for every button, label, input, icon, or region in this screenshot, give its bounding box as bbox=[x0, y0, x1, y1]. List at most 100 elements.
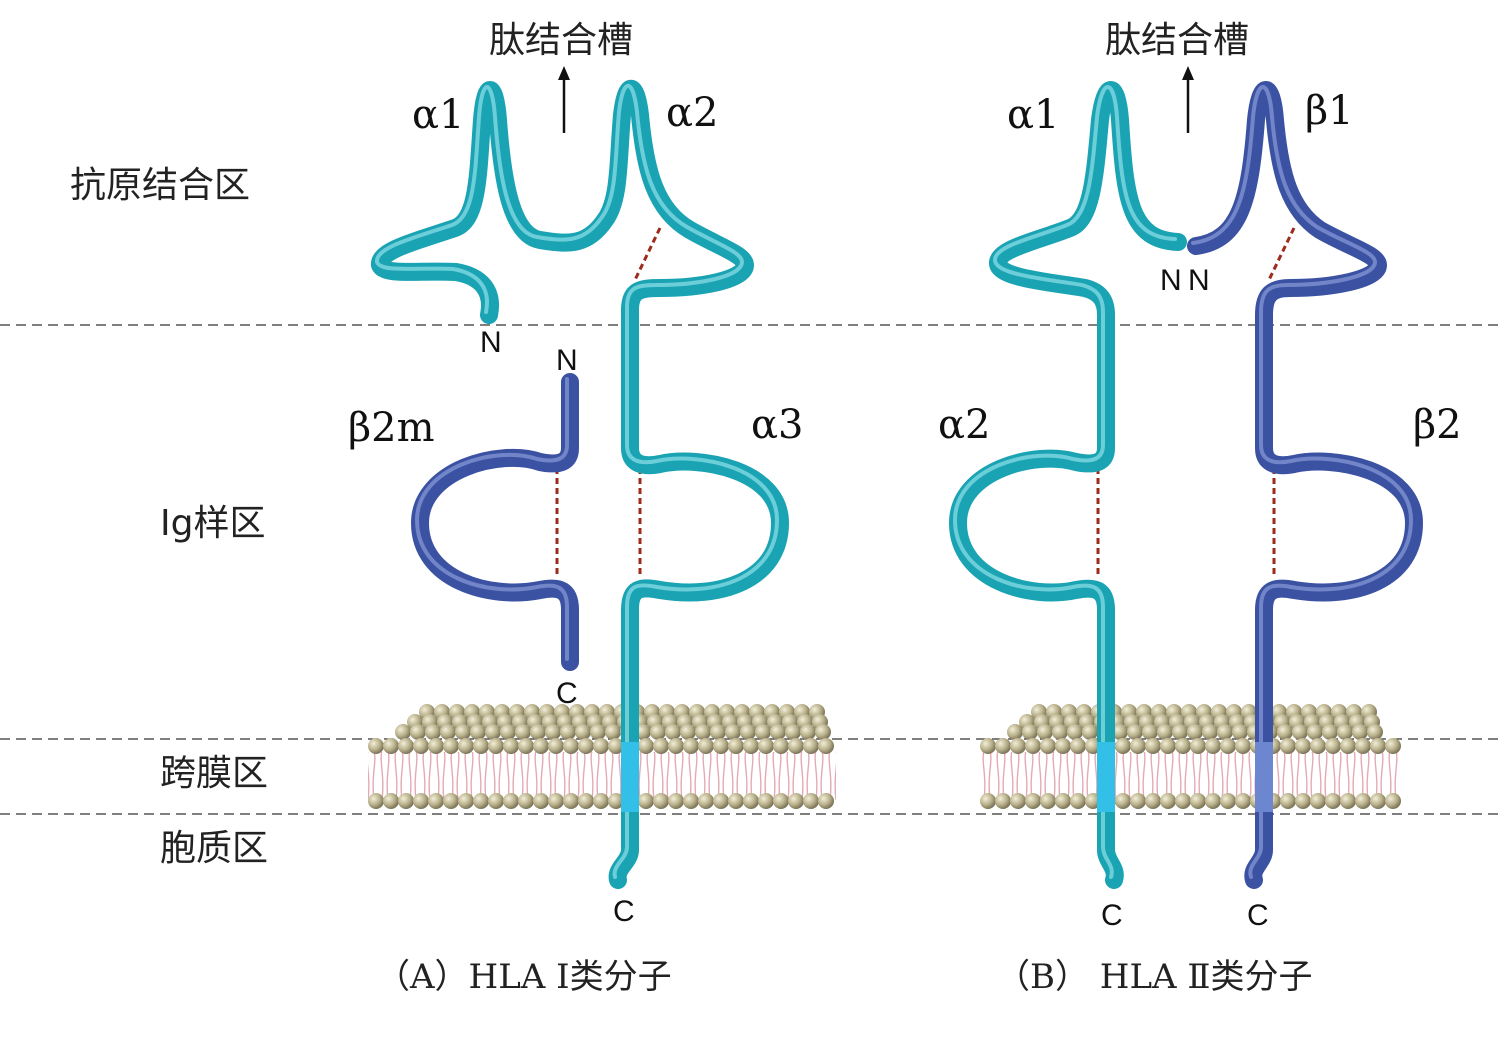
lipid-head-bead bbox=[1172, 724, 1188, 740]
transmembrane-segment-a bbox=[621, 742, 639, 812]
lipid-head-bead bbox=[1142, 724, 1158, 740]
lipid-head-bead bbox=[428, 793, 444, 809]
lipid-head-bead bbox=[398, 793, 414, 809]
lipid-head-bead bbox=[485, 724, 501, 740]
alpha2-label-a: α2 bbox=[666, 90, 718, 136]
lipid-head-bead bbox=[758, 738, 774, 754]
heavy-chain-a bbox=[371, 80, 789, 889]
lipid-head-bead bbox=[518, 738, 534, 754]
lipid-head-bead bbox=[443, 793, 459, 809]
lipid-head-bead bbox=[1325, 793, 1341, 809]
lipid-tails-a bbox=[368, 752, 836, 800]
lipid-head-bead bbox=[815, 724, 831, 740]
lipid-head-bead bbox=[1070, 738, 1086, 754]
lipid-head-bead bbox=[488, 793, 504, 809]
lipid-head-bead bbox=[1310, 738, 1326, 754]
lipid-head-bead bbox=[1157, 724, 1173, 740]
lipid-head-bead bbox=[1292, 724, 1308, 740]
transmembrane-segment-b-beta bbox=[1255, 742, 1273, 812]
groove-arrow-a bbox=[558, 66, 570, 133]
lipid-head-bead bbox=[518, 793, 534, 809]
lipid-head-bead bbox=[1235, 738, 1251, 754]
lipid-head-bead bbox=[800, 724, 816, 740]
lipid-head-bead bbox=[398, 738, 414, 754]
lipid-head-bead bbox=[533, 793, 549, 809]
lipid-head-bead bbox=[1067, 724, 1083, 740]
lipid-head-bead bbox=[1145, 738, 1161, 754]
lipid-head-bead bbox=[1220, 793, 1236, 809]
alpha3-label-a: α3 bbox=[751, 402, 803, 448]
lipid-head-bead bbox=[608, 738, 624, 754]
lipid-head-bead bbox=[1175, 738, 1191, 754]
lipid-head-bead bbox=[1385, 793, 1401, 809]
lipid-head-bead bbox=[683, 738, 699, 754]
lipid-head-bead bbox=[773, 738, 789, 754]
lipid-head-bead bbox=[1082, 724, 1098, 740]
lipid-head-bead bbox=[503, 738, 519, 754]
lipid-head-bead bbox=[1025, 793, 1041, 809]
peptide-groove-label-a: 肽结合槽 bbox=[489, 20, 633, 61]
lipid-head-bead bbox=[638, 738, 654, 754]
lipid-head-bead bbox=[1160, 793, 1176, 809]
lipid-head-bead bbox=[410, 724, 426, 740]
n-terminus-b2m: N bbox=[556, 344, 578, 377]
c-terminus-heavy-a: C bbox=[613, 895, 635, 928]
lipid-head-bead bbox=[1055, 738, 1071, 754]
lipid-head-bead bbox=[725, 724, 741, 740]
lipid-head-bead bbox=[728, 793, 744, 809]
beta2-label-b: β2 bbox=[1413, 402, 1462, 448]
lipid-head-bead bbox=[1127, 724, 1143, 740]
lipid-head-bead bbox=[1010, 793, 1026, 809]
lipid-head-bead bbox=[563, 793, 579, 809]
lipid-head-bead bbox=[1175, 793, 1191, 809]
lipid-head-bead bbox=[440, 724, 456, 740]
region-label-ig-like: Ig样区 bbox=[160, 503, 265, 544]
lipid-head-bead bbox=[458, 793, 474, 809]
lipid-head-bead bbox=[638, 793, 654, 809]
lipid-head-bead bbox=[470, 724, 486, 740]
lipid-head-bead bbox=[995, 793, 1011, 809]
lipid-head-bead bbox=[1022, 724, 1038, 740]
lipid-head-bead bbox=[1370, 738, 1386, 754]
lipid-head-bead bbox=[383, 738, 399, 754]
lipid-head-bead bbox=[713, 793, 729, 809]
lipid-head-bead bbox=[1322, 724, 1338, 740]
lipid-head-bead bbox=[1295, 793, 1311, 809]
lipid-head-bead bbox=[1007, 724, 1023, 740]
lipid-head-bead bbox=[728, 738, 744, 754]
alpha1-label-a: α1 bbox=[412, 92, 464, 138]
n-terminus-alpha-b: N bbox=[1160, 264, 1182, 297]
lipid-head-bead bbox=[1205, 738, 1221, 754]
lipid-head-bead bbox=[1190, 793, 1206, 809]
lipid-head-bead bbox=[1232, 724, 1248, 740]
beta-chain-b bbox=[1187, 81, 1423, 889]
region-label-cytoplasmic: 胞质区 bbox=[160, 828, 268, 869]
lipid-head-bead bbox=[1220, 738, 1236, 754]
alpha2-label-b: α2 bbox=[938, 402, 990, 448]
lipid-head-bead bbox=[773, 793, 789, 809]
lipid-head-bead bbox=[1160, 738, 1176, 754]
lipid-head-bead bbox=[1145, 793, 1161, 809]
lipid-head-bead bbox=[803, 738, 819, 754]
groove-arrow-b bbox=[1182, 66, 1194, 133]
transmembrane-segment-b-alpha bbox=[1097, 742, 1115, 812]
lipid-head-bead bbox=[1235, 793, 1251, 809]
lipid-head-bead bbox=[818, 738, 834, 754]
lipid-head-bead bbox=[368, 738, 384, 754]
disulfide-a-alpha2 bbox=[632, 227, 662, 283]
lipid-head-bead bbox=[425, 724, 441, 740]
lipid-head-bead bbox=[1337, 724, 1353, 740]
lipid-head-bead bbox=[650, 724, 666, 740]
lipid-head-bead bbox=[1280, 738, 1296, 754]
lipid-head-bead bbox=[788, 793, 804, 809]
lipid-head-bead bbox=[1385, 738, 1401, 754]
lipid-head-bead bbox=[1340, 738, 1356, 754]
lipid-head-bead bbox=[563, 738, 579, 754]
lipid-head-bead bbox=[530, 724, 546, 740]
lipid-head-bead bbox=[413, 738, 429, 754]
lipid-head-bead bbox=[743, 738, 759, 754]
region-label-antigen-binding: 抗原结合区 bbox=[70, 165, 250, 206]
lipid-head-bead bbox=[590, 724, 606, 740]
lipid-head-bead bbox=[818, 793, 834, 809]
